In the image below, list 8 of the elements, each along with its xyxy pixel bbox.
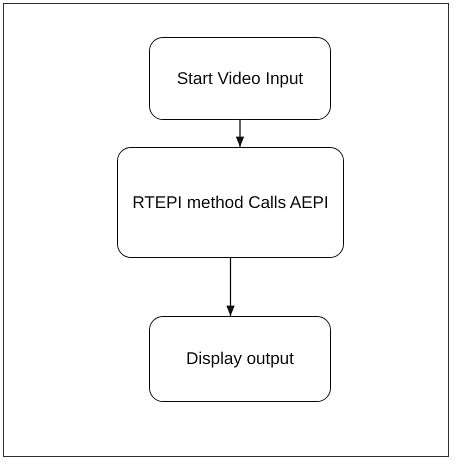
box-text: Display output: [186, 348, 294, 370]
arrow: [236, 120, 244, 147]
process-box: [149, 316, 331, 402]
process-box: [149, 37, 331, 120]
process-box: [117, 147, 344, 258]
arrow: [226, 258, 235, 316]
box-text: RTEPI method Calls AEPI: [132, 192, 329, 214]
box-text: Start Video Input: [176, 68, 304, 90]
